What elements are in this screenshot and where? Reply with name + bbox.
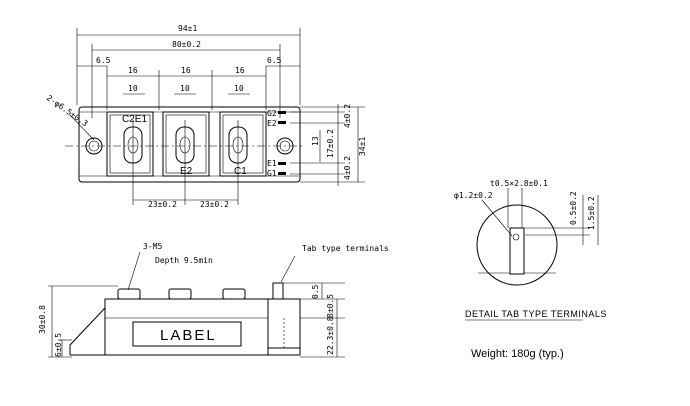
screw-note: 3-M5 (143, 242, 162, 251)
base-plate (69, 307, 301, 356)
mount-hole-left (85, 137, 103, 155)
terminal-c2e1-label: C2E1 (122, 114, 147, 125)
detail-dim-tab: t0.5×2.8±0.1 (490, 179, 548, 188)
dim-22: 22.3±0.8 (326, 316, 335, 355)
dim-term-b: 10 (180, 84, 190, 93)
detail-view: t0.5×2.8±0.1 φ1.2±0.2 0.5±0.2 1.5±0.2 DE… (454, 179, 607, 321)
module-body-top (78, 106, 301, 183)
dim-cell-c: 16 (235, 66, 245, 75)
dim-0-5: 0.5 (311, 284, 320, 299)
dim-cell-a: 16 (128, 66, 138, 75)
dim-overall: 94±1 (178, 24, 197, 33)
terminal-frame-c2e1 (106, 111, 154, 177)
terminal-c1-label: C1 (234, 166, 247, 177)
pin-g1-label: G1 (267, 169, 277, 178)
dim-17: 17±0.2 (326, 129, 335, 158)
pin-g2-label: G2 (267, 109, 277, 118)
tab-note: Tab type terminals (302, 244, 389, 253)
dim-30: 30±0.8 (38, 305, 47, 334)
dim-right-edge: 6.5 (267, 56, 282, 65)
tab-pin-g2 (278, 111, 286, 114)
depth-note: Depth 9.5min (155, 256, 213, 265)
detail-title: DETAIL TAB TYPE TERMINALS (465, 309, 607, 319)
tab-pin-e2 (278, 121, 286, 124)
dim-term-a: 10 (128, 84, 138, 93)
dim-pitch-right: 23±0.2 (200, 200, 229, 209)
tab-pin-e1 (278, 162, 286, 165)
pin-e2-label: E2 (267, 119, 277, 128)
detail-dim-1-5: 1.5±0.2 (587, 196, 596, 230)
terminal-frame-c1 (219, 111, 267, 177)
detail-dim-0-5: 0.5±0.2 (569, 191, 578, 225)
weight-text: Weight: 180g (typ.) (471, 348, 564, 360)
dim-6: 6±0.5 (54, 333, 63, 357)
tab-pin-g1 (278, 172, 286, 175)
dim-left-edge: 6.5 (96, 56, 111, 65)
dim-8: 8±0.5 (326, 294, 335, 318)
side-view: 3-M5 Depth 9.5min Tab type terminals LAB… (38, 242, 389, 358)
detail-tab (509, 227, 525, 275)
detail-dim-hole: φ1.2±0.2 (454, 191, 493, 200)
dim-13: 13 (311, 136, 320, 146)
terminal-e2-label: E2 (180, 166, 193, 177)
dim-mount: 80±0.2 (172, 40, 201, 49)
terminal-frame-e2 (162, 111, 210, 177)
dim-34: 34±1 (358, 137, 367, 156)
pin-e1-label: E1 (267, 159, 277, 168)
tab-terminal-side (272, 282, 284, 300)
top-view: 94±1 80±0.2 6.5 6.5 16 16 16 10 10 10 2-… (45, 24, 367, 209)
dim-4-bottom: 4±0.2 (343, 156, 352, 180)
detail-circle (476, 204, 558, 286)
dim-cell-b: 16 (181, 66, 191, 75)
mount-hole-right (276, 137, 294, 155)
label-text: LABEL (160, 327, 217, 344)
dim-term-c: 10 (234, 84, 244, 93)
dim-hole: 2-φ6.5±0.3 (45, 93, 90, 128)
label-box (132, 321, 242, 347)
dim-4-top: 4±0.2 (343, 104, 352, 128)
dim-pitch-left: 23±0.2 (148, 200, 177, 209)
